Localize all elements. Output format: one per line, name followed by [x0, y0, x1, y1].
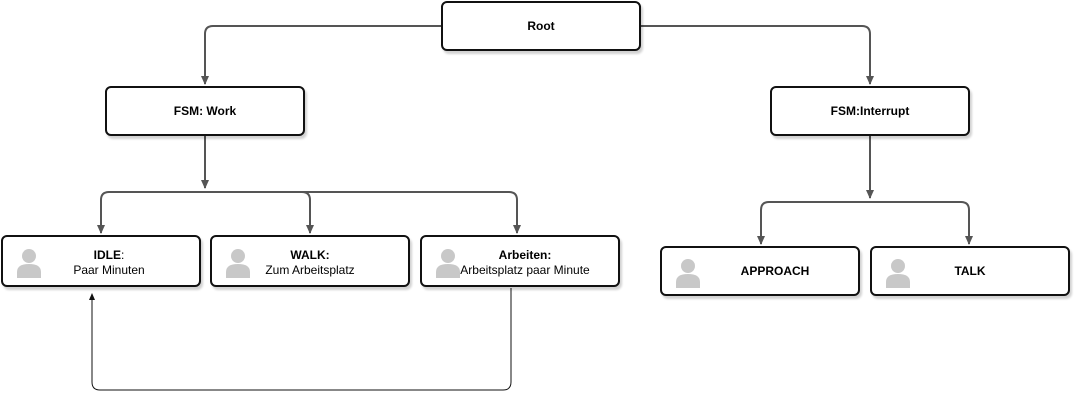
- person-icon: [17, 249, 41, 278]
- node-arbeiten-title: Arbeiten:: [498, 248, 552, 262]
- person-icon: [676, 259, 700, 288]
- node-fsm-interrupt[interactable]: FSM:Interrupt: [770, 86, 970, 136]
- node-talk[interactable]: TALK: [870, 246, 1070, 296]
- edge-root-fsm-work: [201, 25, 441, 85]
- edge-loop-arbeiten-to-idle: [89, 288, 512, 391]
- node-arbeiten[interactable]: Arbeiten: Arbeitsplatz paar Minute: [420, 235, 620, 287]
- node-walk[interactable]: WALK: Zum Arbeitsplatz: [210, 235, 410, 287]
- node-idle-subtitle: Paar Minuten: [73, 263, 145, 277]
- node-idle-title: IDLE: [93, 248, 121, 262]
- node-root[interactable]: Root: [441, 1, 641, 51]
- person-icon: [886, 259, 910, 288]
- edge-fsm-interrupt-branch-bar: [760, 201, 970, 244]
- node-talk-label: TALK: [954, 264, 986, 278]
- node-approach-label: APPROACH: [740, 264, 810, 278]
- node-walk-subtitle: Zum Arbeitsplatz: [265, 263, 355, 277]
- node-fsm-work-label: FSM: Work: [173, 104, 237, 118]
- node-arbeiten-subtitle: Arbeitsplatz paar Minute: [460, 263, 590, 277]
- node-fsm-work[interactable]: FSM: Work: [105, 86, 305, 136]
- node-root-label: Root: [527, 19, 555, 33]
- edge-to-walk: [301, 191, 314, 234]
- node-walk-title: WALK:: [290, 248, 330, 262]
- node-idle-suffix: :: [121, 248, 125, 262]
- edge-fsm-work-branch-bar: [100, 191, 518, 233]
- node-approach[interactable]: APPROACH: [660, 246, 860, 296]
- node-fsm-interrupt-label: FSM:Interrupt: [830, 104, 910, 118]
- node-idle[interactable]: IDLE: Paar Minuten: [1, 235, 201, 287]
- person-icon: [436, 249, 460, 278]
- edge-root-fsm-interrupt: [641, 25, 874, 85]
- person-icon: [226, 249, 250, 278]
